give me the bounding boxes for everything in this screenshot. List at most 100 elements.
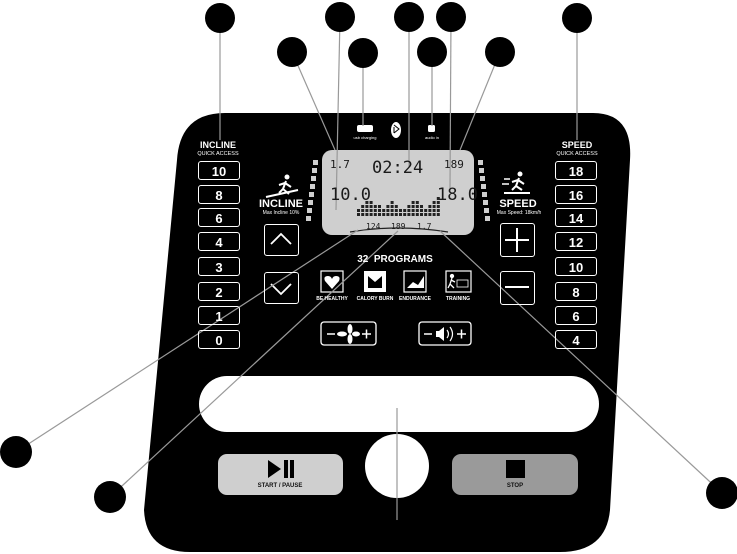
speed-quick-6[interactable]: 6 [555, 306, 597, 325]
lcd-bar-segment [415, 201, 419, 204]
program-endurance-label: ENDURANCE [399, 296, 431, 302]
lcd-bar-segment [378, 213, 381, 216]
callout-line-11 [109, 230, 399, 498]
speed-minus-button[interactable] [500, 271, 535, 305]
speed-plus-icon [505, 228, 529, 252]
lcd-pulse: 124 [366, 222, 381, 231]
lcd-bar-segment [365, 205, 369, 208]
volume-plus-icon [457, 329, 466, 339]
speed-plus-button[interactable] [500, 223, 535, 257]
lcd-bar-segment [424, 213, 428, 216]
lcd-bar-segment [369, 213, 373, 216]
incline-quick-6[interactable]: 6 [198, 208, 240, 227]
lcd-bar-segment [361, 213, 365, 216]
lcd-top-left: 1.7 [330, 158, 350, 171]
lcd-program-bar-chart [357, 197, 440, 216]
audio-icon [428, 125, 435, 132]
lcd-bar-segment [399, 209, 402, 212]
callout-dot-6 [277, 37, 307, 67]
lcd-bar-segment [357, 213, 360, 216]
lcd-bar-segment [424, 209, 428, 212]
incline-quick-access-subtitle: QUICK ACCESS [197, 151, 239, 157]
speed-quick-18[interactable]: 18 [555, 161, 597, 180]
lcd-time: 02:24 [372, 158, 424, 178]
lcd-right-bar-meter [478, 160, 490, 221]
lcd-bar-segment [415, 205, 419, 208]
start-pause-button [218, 454, 343, 495]
incline-quick-1[interactable]: 1 [198, 306, 240, 325]
lcd-left-bar-meter [306, 160, 318, 221]
incline-down-icon [270, 283, 292, 296]
callout-dot-11 [94, 481, 126, 513]
incline-quick-8[interactable]: 8 [198, 185, 240, 204]
stop-label: STOP [506, 483, 524, 489]
bluetooth-icon [391, 122, 401, 138]
lcd-bar-segment [365, 213, 369, 216]
lcd-bar-segment [432, 201, 436, 204]
incline-quick-10[interactable]: 10 [198, 161, 240, 180]
speed-quick-12[interactable]: 12 [555, 232, 597, 251]
lcd-bar-segment [369, 201, 373, 204]
lcd-bar-segment [369, 205, 373, 208]
speed-quick-8[interactable]: 8 [555, 282, 597, 301]
speed-quick-14[interactable]: 14 [555, 208, 597, 227]
flame-icon [368, 276, 382, 288]
training-runner-icon [447, 273, 469, 289]
callout-line-6 [291, 51, 336, 151]
start-pause-label: START / PAUSE [257, 483, 303, 489]
incline-quick-2[interactable]: 2 [198, 282, 240, 301]
speaker-icon [436, 326, 454, 342]
lcd-bar-segment [428, 209, 432, 212]
console-body [144, 113, 631, 552]
callout-line-2 [335, 16, 341, 211]
lcd-speed-value: 18.0 [437, 185, 478, 205]
lcd-bar-segment [432, 205, 436, 208]
callout-line-12 [439, 230, 723, 494]
lcd-bar-segment [373, 205, 377, 208]
speed-quick-4[interactable]: 4 [555, 330, 597, 349]
lcd-distance: 1.7 [417, 222, 432, 231]
lcd-bar-segment [436, 205, 440, 208]
incline-max-label: Max Incline 10% [262, 210, 300, 216]
callout-dot-10 [0, 436, 32, 468]
fan-plus-icon [362, 329, 371, 339]
incline-runner-icon [265, 174, 299, 198]
speed-quick-10[interactable]: 10 [555, 257, 597, 276]
incline-quick-3[interactable]: 3 [198, 257, 240, 276]
callout-dot-4 [436, 2, 466, 32]
lcd-bar-segment [386, 209, 390, 212]
incline-quick-0[interactable]: 0 [198, 330, 240, 349]
tray-opening [199, 376, 599, 432]
speed-quick-access-subtitle: QUICK ACCESS [556, 151, 598, 157]
lcd-bar-segment [436, 201, 440, 204]
lcd-bar-segment [420, 205, 423, 208]
incline-quick-4[interactable]: 4 [198, 232, 240, 251]
lcd-bar-segment [432, 213, 436, 216]
program-calory-burn-icon [364, 271, 386, 292]
lcd-bar-segment [407, 209, 411, 212]
lcd-bar-segment [399, 213, 402, 216]
callout-dot-3 [394, 2, 424, 32]
incline-down-button[interactable] [264, 272, 299, 304]
lcd-bar-segment [365, 201, 369, 204]
incline-up-button[interactable] [264, 224, 299, 256]
callout-line-9 [459, 51, 501, 151]
lcd-bar-segment [436, 197, 440, 200]
program-training-label: TRAINING [445, 296, 471, 302]
lcd-incline-value: 10.0 [330, 185, 371, 205]
lcd-bar-segment [411, 209, 415, 212]
program-calory-burn-label: CALORY BURN [356, 296, 394, 302]
lcd-bar-segment [407, 205, 411, 208]
incline-up-icon [270, 232, 292, 245]
lcd-bar-segment [390, 205, 394, 208]
lcd-bar-segment [386, 205, 390, 208]
speed-quick-16[interactable]: 16 [555, 185, 597, 204]
volume-control-button [418, 321, 472, 346]
lcd-calories: 189 [391, 222, 406, 231]
speed-max-label: Max Speed: 18km/h [496, 210, 542, 216]
callout-line-4 [449, 16, 452, 189]
fan-control-button [320, 321, 377, 346]
graph-icon [407, 276, 424, 288]
